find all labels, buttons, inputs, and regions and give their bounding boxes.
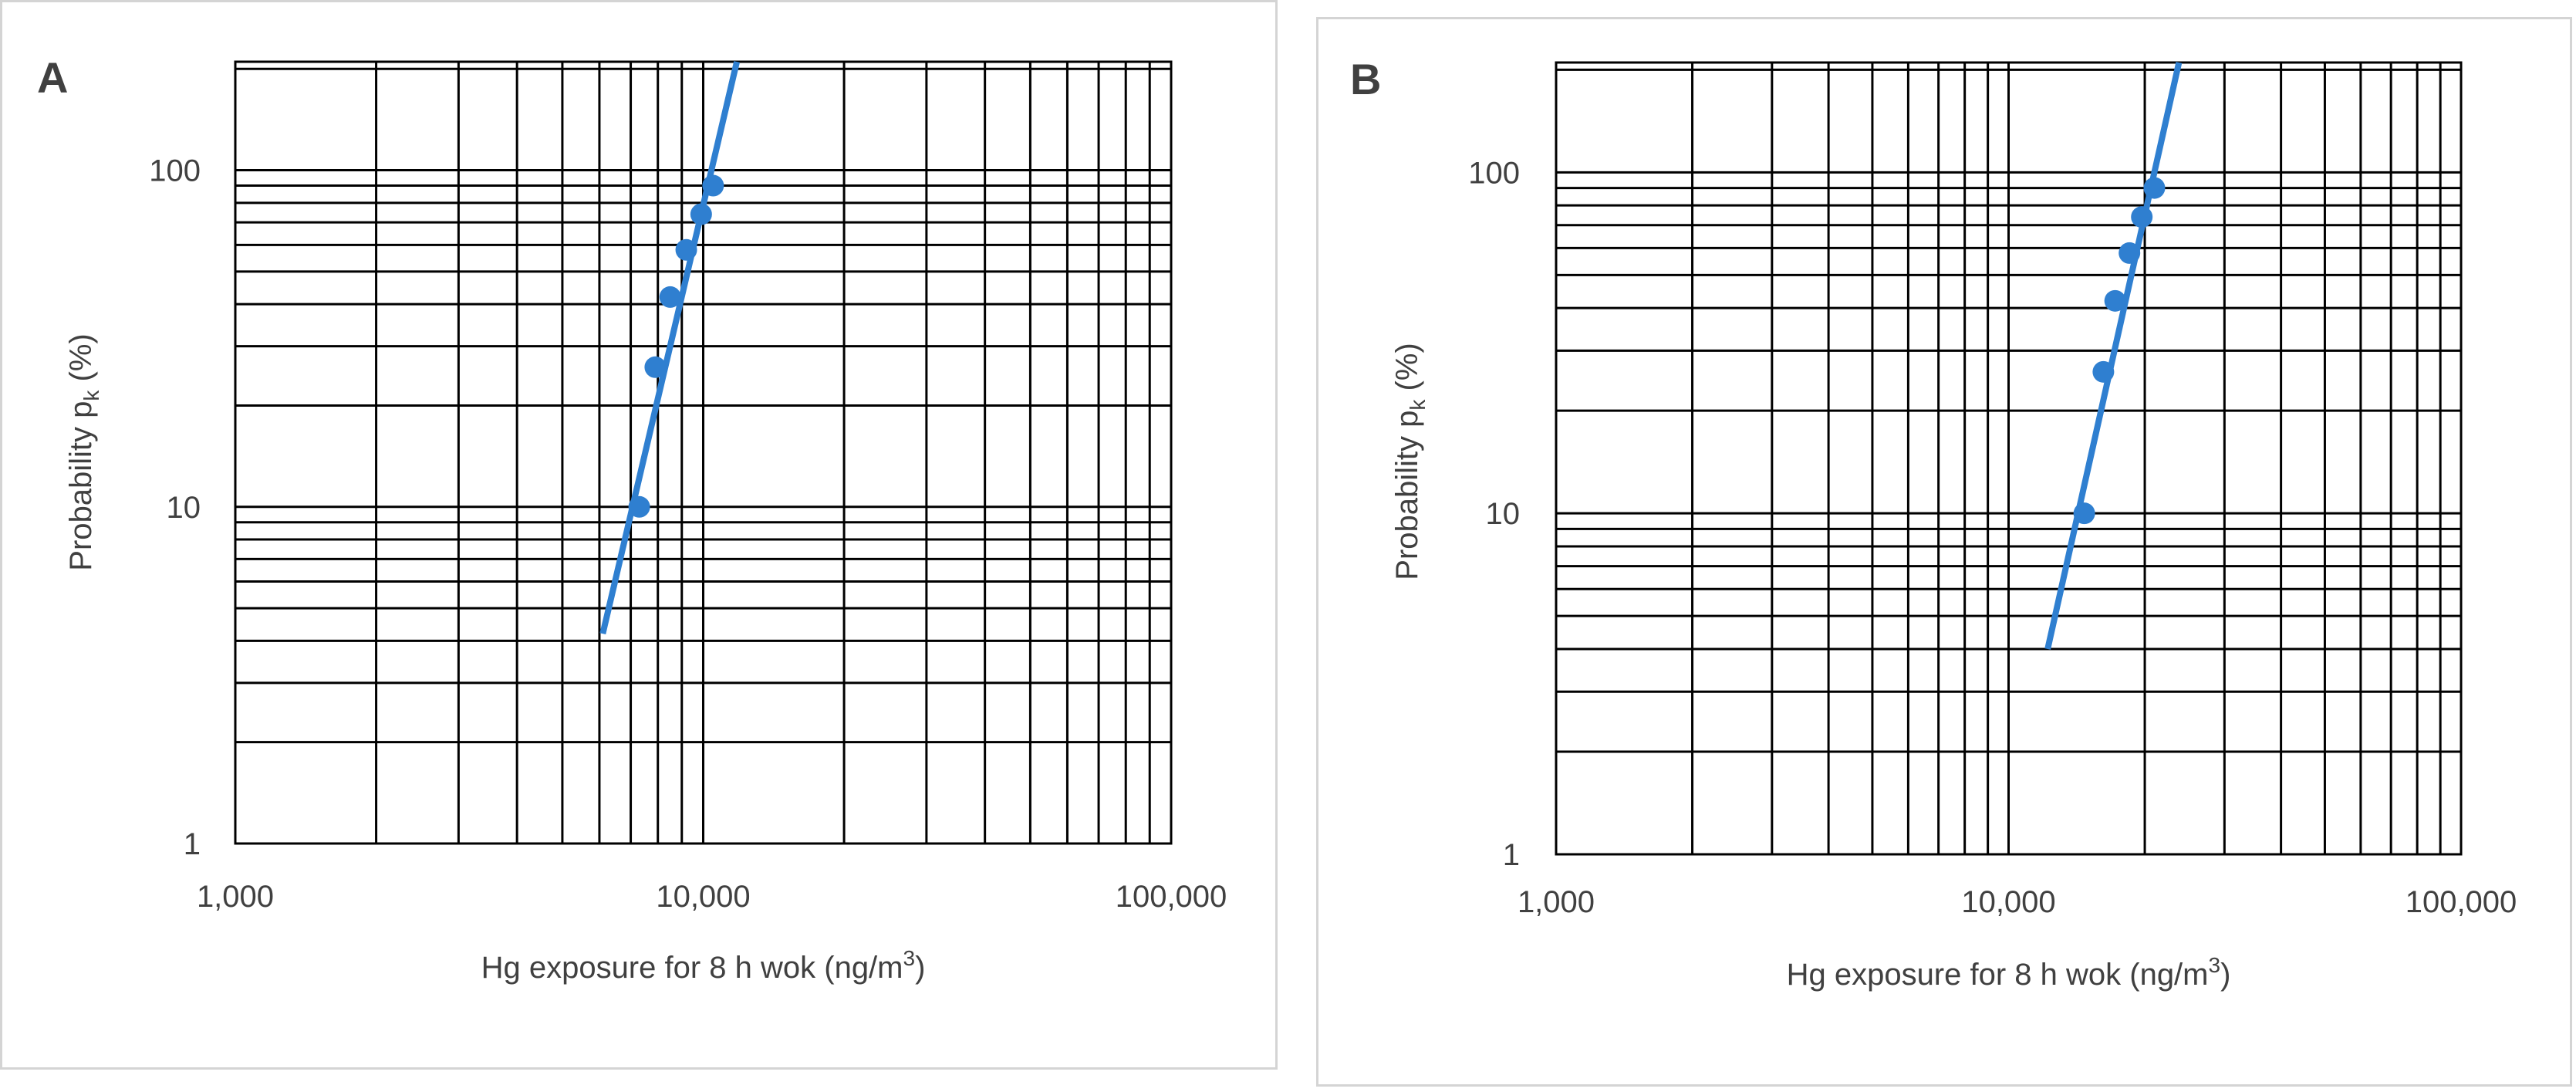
y-tick-label: 1 bbox=[1503, 838, 1520, 872]
chart-panel-b-frame bbox=[1316, 17, 2572, 1087]
chart-panel-a-frame bbox=[0, 0, 1278, 1070]
x-gridlines bbox=[234, 62, 1173, 844]
y-tick-label: 10 bbox=[167, 491, 201, 525]
trendline bbox=[599, 61, 740, 635]
y-axis-title: Probability pk (%) bbox=[64, 333, 103, 570]
panel-label: B bbox=[1350, 55, 1381, 103]
y-tick-label: 100 bbox=[1468, 156, 1520, 190]
data-point bbox=[2104, 289, 2126, 312]
data-point bbox=[644, 356, 667, 378]
chart-panel-b: 1,000 10,000 100,000 1 10 100 Hg exposure for … bbox=[1350, 55, 2517, 992]
data-point bbox=[675, 238, 697, 261]
x-tick-label: 100,000 bbox=[2406, 885, 2517, 919]
data-point bbox=[2092, 360, 2115, 383]
x-gridlines bbox=[1555, 63, 2463, 854]
panel-label: A bbox=[37, 53, 68, 102]
x-axis-title: Hg exposure for 8 h wok (ng/m3) bbox=[1787, 953, 2231, 992]
x-tick-label: 1,000 bbox=[1518, 885, 1595, 919]
y-tick-label: 1 bbox=[184, 827, 201, 861]
x-tick-label: 10,000 bbox=[656, 880, 750, 914]
data-point bbox=[659, 286, 681, 308]
x-axis-title: Hg exposure for 8 h wok (ng/m3) bbox=[481, 946, 926, 985]
data-point bbox=[2119, 242, 2141, 264]
y-tick-label: 100 bbox=[149, 154, 201, 188]
y-axis-title: Probability pk (%) bbox=[1390, 343, 1430, 580]
y-tick-label: 10 bbox=[1486, 497, 1521, 531]
x-tick-label: 10,000 bbox=[1961, 885, 2055, 919]
data-point bbox=[2073, 502, 2095, 525]
plot-area-border bbox=[234, 60, 1173, 845]
trendline bbox=[2044, 62, 2183, 650]
chart-panel-a: 1,000 10,000 100,000 1 10 100 Hg exposure for … bbox=[37, 53, 1227, 985]
data-point bbox=[690, 203, 712, 225]
data-point bbox=[702, 174, 724, 197]
data-point bbox=[628, 495, 650, 518]
data-point bbox=[2143, 177, 2166, 199]
x-tick-label: 1,000 bbox=[197, 880, 274, 914]
y-gridlines bbox=[235, 67, 1171, 845]
data-point bbox=[2131, 206, 2153, 228]
x-tick-label: 100,000 bbox=[1116, 880, 1227, 914]
plot-area-border bbox=[1555, 61, 2463, 856]
